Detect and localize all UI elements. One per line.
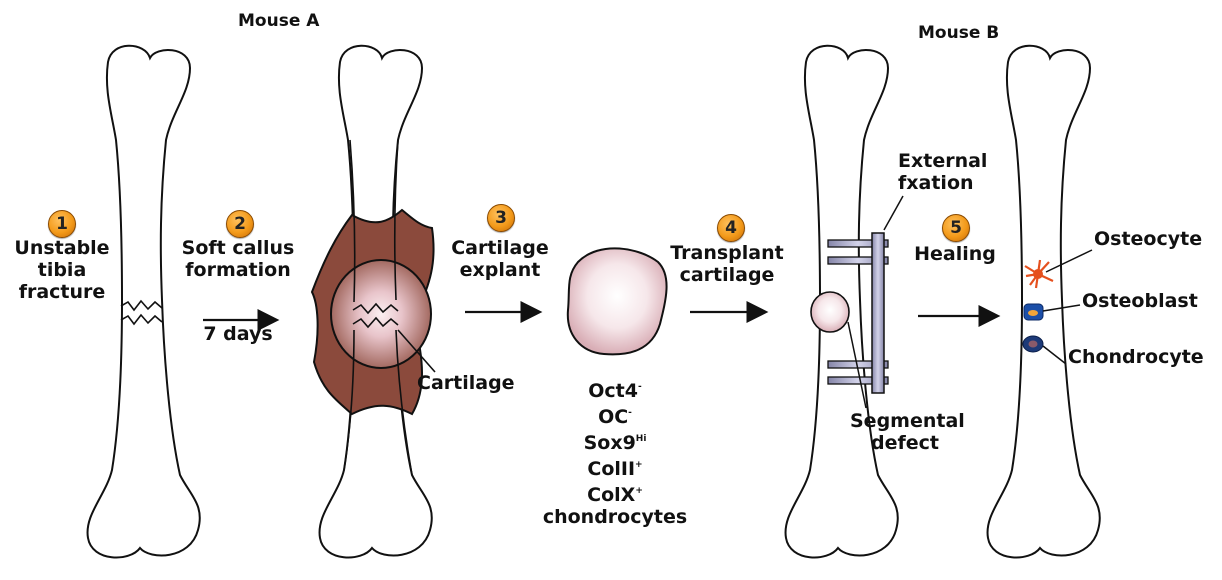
- mouse-b-title: Mouse B: [918, 22, 999, 44]
- step-4-badge: 4: [717, 214, 745, 242]
- marker-colx: ColX+: [540, 480, 690, 506]
- external-fixation-label: External fxation: [898, 150, 987, 194]
- mouse-a-title: Mouse A: [238, 10, 319, 32]
- bone-segmental-defect: [786, 46, 903, 558]
- callus-cartilage: [331, 260, 431, 368]
- marker-colii: ColII+: [540, 454, 690, 480]
- segmental-defect-label: Segmental defect: [850, 410, 960, 454]
- step-3-badge: 3: [487, 204, 515, 232]
- marker-oct4: Oct4-: [540, 376, 690, 402]
- osteocyte-label: Osteocyte: [1094, 228, 1202, 250]
- cartilage-label: Cartilage: [417, 372, 515, 394]
- step-2-label: Soft callus formation: [180, 237, 296, 281]
- marker-sox9: Sox9Hi: [540, 428, 690, 454]
- transplanted-cartilage: [811, 292, 849, 332]
- explant-markers: Oct4- OC- Sox9Hi ColII+ ColX+ chondrocyt…: [540, 376, 690, 528]
- osteoblast-label: Osteoblast: [1082, 290, 1198, 312]
- fixation-leader-line: [884, 196, 903, 230]
- step-5-label: Healing: [910, 243, 1000, 265]
- step-5-badge: 5: [942, 214, 970, 242]
- step-3-label: Cartilage explant: [450, 237, 550, 281]
- step-4-label: Transplant cartilage: [670, 242, 784, 286]
- chondrocyte-label: Chondrocyte: [1068, 346, 1204, 368]
- chondrocyte-icon: [1023, 336, 1043, 352]
- step-1-badge: 1: [48, 210, 76, 238]
- cartilage-explant: [568, 248, 667, 354]
- osteoblast-icon: [1024, 304, 1043, 320]
- bone-callus: [312, 46, 435, 558]
- markers-footer: chondrocytes: [540, 506, 690, 528]
- step-1-label: Unstable tibia fracture: [14, 237, 110, 303]
- step-2-badge: 2: [226, 210, 254, 238]
- step-2-duration: 7 days: [200, 323, 276, 345]
- marker-oc: OC-: [540, 402, 690, 428]
